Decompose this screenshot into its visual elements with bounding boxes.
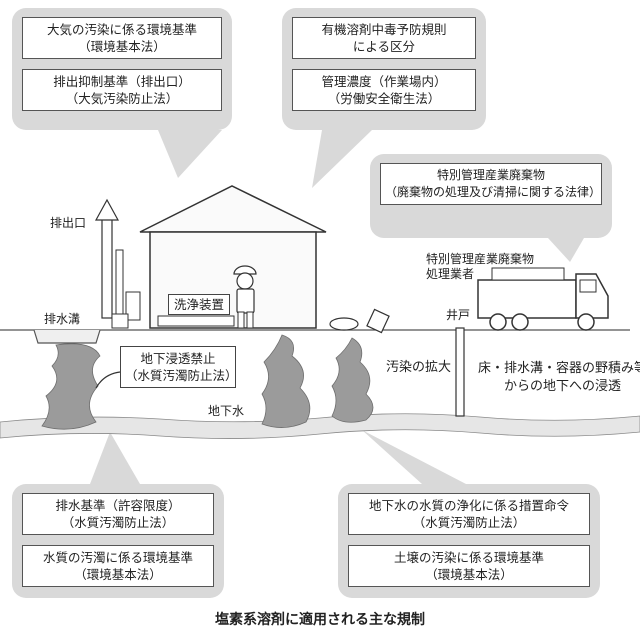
callout-air-regulations: 大気の汚染に係る環境基準 （環境基本法） 排出抑制基準（排出口） （大気汚染防止… xyxy=(12,8,232,130)
figure-caption: 塩素系溶剤に適用される主な規制 xyxy=(215,612,425,628)
waste-contractor-line1: 特別管理産業廃棄物 xyxy=(426,252,535,266)
underground-infiltration-box: 地下浸透禁止 （水質汚濁防止法） xyxy=(120,346,238,388)
top-center-callout-tail xyxy=(312,130,372,188)
effluent-standard-title: 排水基準（許容限度） xyxy=(55,498,181,513)
well-label: 井戸 xyxy=(446,308,471,322)
soil-environmental-standard-title: 土壌の汚染に係る環境基準 xyxy=(393,550,544,565)
spread-of-contamination-label: 汚染の拡大 xyxy=(386,360,452,375)
well-pipe xyxy=(455,327,465,417)
control-concentration-box: 管理濃度（作業場内） （労働安全衛生法） xyxy=(292,69,476,111)
water-environmental-standard-box: 水質の汚濁に係る環境基準 （環境基本法） xyxy=(22,545,214,587)
groundwater-band xyxy=(0,413,640,439)
soil-environmental-standard-law: （環境基本法） xyxy=(425,567,513,582)
groundwater-label: 地下水 xyxy=(208,404,245,418)
waste-truck xyxy=(477,267,609,331)
callout-workplace-regulations: 有機溶剤中毒予防規則 による区分 管理濃度（作業場内） （労働安全衛生法） xyxy=(282,8,486,130)
drain-ditch-shape xyxy=(33,329,101,344)
callout-waste-regulations: 特別管理産業廃棄物 （廃棄物の処理及び清掃に関する法律） xyxy=(370,154,612,238)
organic-solvent-rule-title: 有機溶剤中毒予防規則 xyxy=(321,22,447,37)
special-industrial-waste-law: （廃棄物の処理及び清掃に関する法律） xyxy=(385,185,602,199)
waste-contractor-label: 特別管理産業廃棄物 処理業者 xyxy=(426,252,534,282)
callout-water-regulations: 排水基準（許容限度） （水質汚濁防止法） 水質の汚濁に係る環境基準 （環境基本法… xyxy=(12,484,224,598)
soil-environmental-standard-box: 土壌の汚染に係る環境基準 （環境基本法） xyxy=(348,545,590,587)
bottom-left-callout-tail xyxy=(90,432,140,484)
air-environmental-standard-title: 大気の汚染に係る環境基準 xyxy=(46,22,197,37)
organic-solvent-rule-sub: による区分 xyxy=(352,39,416,54)
air-environmental-standard-box: 大気の汚染に係る環境基準 （環境基本法） xyxy=(22,17,222,59)
seepage-note-line1: 床・排水溝・容器の野積み等 xyxy=(478,361,640,376)
washing-unit-label: 洗浄装置 xyxy=(168,294,230,315)
groundwater-remediation-order-title: 地下水の水質の浄化に係る措置命令 xyxy=(368,498,569,513)
drain-ditch-label: 排水溝 xyxy=(44,312,81,326)
infiltration-arrow xyxy=(95,371,121,389)
underground-infiltration-law: （水質汚濁防止法） xyxy=(125,368,238,383)
effluent-standard-box: 排水基準（許容限度） （水質汚濁防止法） xyxy=(22,493,214,535)
exhaust-outlet-label: 排出口 xyxy=(50,216,87,230)
washing-unit-body xyxy=(157,315,235,327)
control-concentration-law: （労働安全衛生法） xyxy=(327,91,441,106)
waste-contractor-line2: 処理業者 xyxy=(426,267,475,281)
seepage-note-line2: からの地下への浸透 xyxy=(504,379,622,394)
groundwater-remediation-order-box: 地下水の水質の浄化に係る措置命令 （水質汚濁防止法） xyxy=(348,493,590,535)
water-environmental-standard-law: （環境基本法） xyxy=(74,567,162,582)
seepage-note: 床・排水溝・容器の野積み等 からの地下への浸透 xyxy=(478,360,640,396)
callout-soil-groundwater-regulations: 地下水の水質の浄化に係る措置命令 （水質汚濁防止法） 土壌の汚染に係る環境基準 … xyxy=(338,484,600,598)
groundwater-remediation-order-law: （水質汚濁防止法） xyxy=(412,515,526,530)
special-industrial-waste-title: 特別管理産業廃棄物 xyxy=(436,168,545,182)
organic-solvent-rule-box: 有機溶剤中毒予防規則 による区分 xyxy=(292,17,476,59)
top-left-callout-tail xyxy=(158,130,222,178)
exhaust-stack xyxy=(94,198,141,329)
air-environmental-standard-law: （環境基本法） xyxy=(78,39,166,54)
bottom-right-callout-tail xyxy=(362,430,466,484)
emission-control-standard-law: （大気汚染防止法） xyxy=(65,91,179,106)
contamination-plume-center xyxy=(331,337,374,423)
effluent-standard-law: （水質汚濁防止法） xyxy=(61,515,175,530)
underground-infiltration-title: 地下浸透禁止 xyxy=(140,351,216,366)
contamination-plume-center-left xyxy=(261,334,311,428)
special-industrial-waste-box: 特別管理産業廃棄物 （廃棄物の処理及び清掃に関する法律） xyxy=(380,163,602,205)
emission-control-standard-title: 排出抑制基準（排出口） xyxy=(53,74,191,89)
chemical-drums xyxy=(329,308,390,334)
emission-control-standard-box: 排出抑制基準（排出口） （大気汚染防止法） xyxy=(22,69,222,111)
control-concentration-title: 管理濃度（作業場内） xyxy=(321,74,447,89)
worker-figure xyxy=(233,265,257,329)
contamination-plume-left xyxy=(41,343,101,430)
water-environmental-standard-title: 水質の汚濁に係る環境基準 xyxy=(42,550,193,565)
top-right-callout-tail xyxy=(548,238,584,262)
